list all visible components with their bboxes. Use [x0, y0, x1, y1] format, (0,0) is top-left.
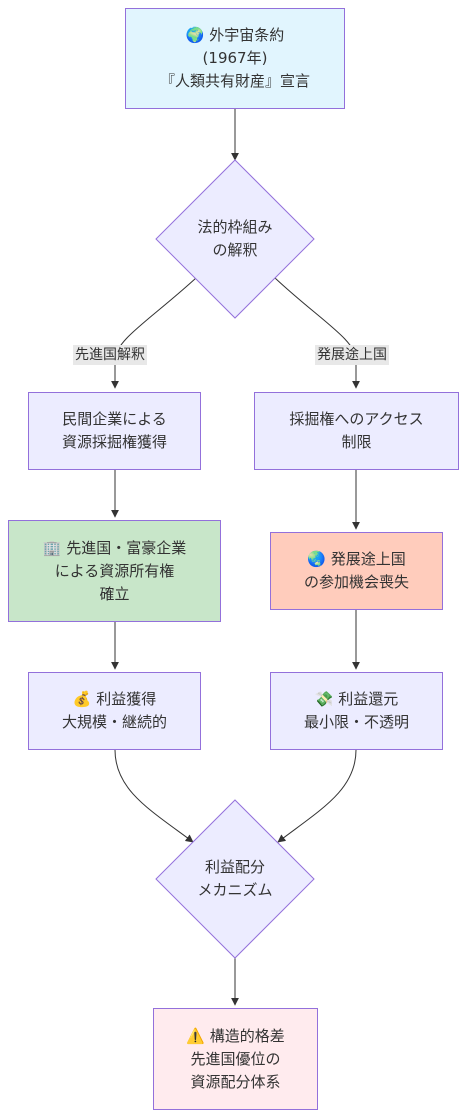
- gap-line-1: ⚠️ 構造的格差: [186, 1026, 285, 1045]
- ownership-line-2: による資源所有権: [54, 561, 175, 580]
- node-profit-distribution: 利益配分 メカニズム: [176, 850, 294, 908]
- private-line-2: 資源採掘権獲得: [61, 433, 167, 451]
- edge-interpretation-to-developing: [274, 277, 360, 389]
- edge-interpretation-to-developed: [111, 277, 197, 389]
- node-outer-space-treaty: 🌍 外宇宙条約 (1967年) 『人類共有財産』宣言: [125, 8, 345, 109]
- treaty-line-1: 🌍 外宇宙条約: [185, 26, 285, 44]
- return-line-1: 💸 利益還元: [314, 690, 399, 708]
- opportunity-line-2: の参加機会喪失: [303, 573, 409, 591]
- edge-label-developing: 発展途上国: [315, 345, 389, 365]
- access-line-2: 制限: [341, 433, 372, 451]
- interpretation-line-1: 法的枠組み: [197, 218, 273, 236]
- distribution-line-2: メカニズム: [197, 881, 273, 899]
- edge-profit-to-distribution: [114, 749, 194, 843]
- decision-distribution-shape: [155, 799, 315, 959]
- ownership-line-1: 🏢 先進国・富豪企業: [42, 538, 187, 557]
- profit-line-2: 大規模・継続的: [61, 713, 167, 731]
- decision-interpretation-shape: [155, 159, 315, 319]
- treaty-line-3: 『人類共有財産』宣言: [159, 72, 310, 90]
- return-line-2: 最小限・不透明: [303, 713, 409, 731]
- distribution-line-1: 利益配分: [204, 858, 265, 876]
- edge-label-developed: 先進国解釈: [73, 345, 147, 365]
- edge-return-to-distribution: [277, 749, 357, 843]
- node-profit-acquisition: 💰 利益獲得 大規模・継続的: [28, 672, 201, 750]
- node-access-limit: 採掘権へのアクセス 制限: [254, 392, 459, 470]
- gap-line-3: 資源配分体系: [190, 1072, 281, 1091]
- interpretation-line-2: の解釈: [212, 241, 258, 259]
- node-profit-return: 💸 利益還元 最小限・不透明: [270, 672, 443, 750]
- node-structural-gap: ⚠️ 構造的格差 先進国優位の 資源配分体系: [153, 1008, 318, 1110]
- private-line-1: 民間企業による: [62, 410, 167, 428]
- node-legal-interpretation: 法的枠組み の解釈: [176, 210, 294, 268]
- node-resource-ownership: 🏢 先進国・富豪企業 による資源所有権 確立: [8, 520, 221, 622]
- treaty-line-2: (1967年): [202, 49, 268, 67]
- node-opportunity-loss: 🌏 発展途上国 の参加機会喪失: [270, 532, 443, 610]
- gap-line-2: 先進国優位の: [190, 1049, 281, 1068]
- opportunity-line-1: 🌏 発展途上国: [307, 550, 406, 568]
- access-line-1: 採掘権へのアクセス: [289, 410, 424, 428]
- ownership-line-3: 確立: [99, 584, 130, 603]
- node-private-acquisition: 民間企業による 資源採掘権獲得: [28, 392, 201, 470]
- profit-line-1: 💰 利益獲得: [72, 690, 157, 708]
